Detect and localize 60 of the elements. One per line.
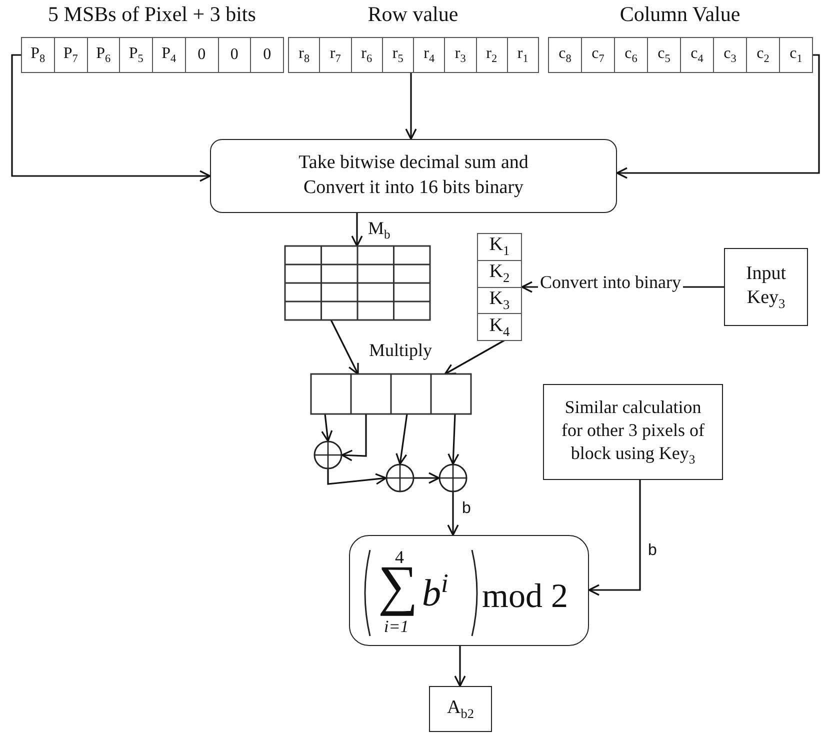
bit-cell: P$_{5}$ [119, 37, 153, 73]
bit-cell: c$_{4}$ [680, 37, 714, 73]
arrow [448, 414, 460, 465]
bit-cell: P$_{8}$ [21, 37, 55, 73]
bit-cell: c$_{2}$ [746, 37, 780, 73]
register-heading: Row value [366, 4, 460, 25]
process-box: Take bitwise decimal sum and Convert it into 16 bits binary [210, 139, 617, 213]
xor-symbol [438, 463, 468, 493]
arrow [588, 480, 641, 596]
arrow [396, 414, 408, 465]
arrow [351, 213, 363, 247]
arrow [330, 320, 359, 375]
bit-cell: c$_{1}$ [779, 37, 813, 73]
xor-symbol [385, 463, 415, 493]
output-box: A$_{b2}$ [429, 686, 492, 732]
bit-cell: c$_{7}$ [581, 37, 615, 73]
bit-cell: 0 [184, 37, 218, 73]
bit-cell: c$_{5}$ [647, 37, 681, 73]
register-heading: Column Value [618, 4, 742, 25]
bit-cell: r$_{4}$ [413, 37, 446, 73]
bit-cell: 0 [250, 37, 284, 73]
bit-cell: r$_{1}$ [506, 37, 539, 73]
arrow [454, 646, 466, 687]
key-cell: K$_{1}$ [477, 233, 522, 261]
arrow [414, 472, 440, 484]
lower-limit: i=1 [384, 618, 409, 635]
bit-cell: r$_{2}$ [476, 37, 508, 73]
xor-symbol [313, 440, 343, 470]
bit-cell: r$_{8}$ [288, 37, 320, 73]
product-row [310, 373, 472, 415]
modulo-text: mod 2 [482, 580, 568, 614]
operation-label: Multiply [368, 340, 434, 360]
arrow [447, 492, 459, 536]
key-cell: K$_{4}$ [477, 313, 522, 341]
bit-cell: r$_{3}$ [444, 37, 476, 73]
note-box: Similar calculation for other 3 pixels of block using Key$_{3}$ [543, 384, 723, 480]
bit-cell: c$_{8}$ [548, 37, 582, 73]
register-heading: 5 MSBs of Pixel + 3 bits [47, 4, 257, 25]
bit-cell: P$_{6}$ [86, 37, 120, 73]
arrow [11, 54, 211, 182]
key-cell: K$_{2}$ [477, 260, 522, 288]
bit-cell: P$_{7}$ [54, 37, 88, 73]
bit-cell: c$_{6}$ [614, 37, 648, 73]
formula-box [349, 535, 589, 646]
bit-cell: 0 [218, 37, 252, 73]
matrix-grid [284, 245, 431, 321]
input-box: Input Key$_{3}$ [724, 248, 808, 326]
bit-cell: r$_{7}$ [319, 37, 352, 73]
arrow [321, 414, 333, 442]
summand: b$^{i}$ [422, 570, 448, 613]
bit-cell: r$_{5}$ [382, 37, 414, 73]
bit-cell: P$_{4}$ [152, 37, 186, 73]
arrow [405, 73, 417, 140]
bit-cell: c$_{3}$ [713, 37, 747, 73]
bit-cell: r$_{6}$ [350, 37, 383, 73]
key-cell: K$_{3}$ [477, 286, 522, 314]
arrow [327, 469, 387, 485]
arrow [341, 414, 367, 462]
arrow [444, 339, 506, 375]
arrow [616, 54, 820, 179]
